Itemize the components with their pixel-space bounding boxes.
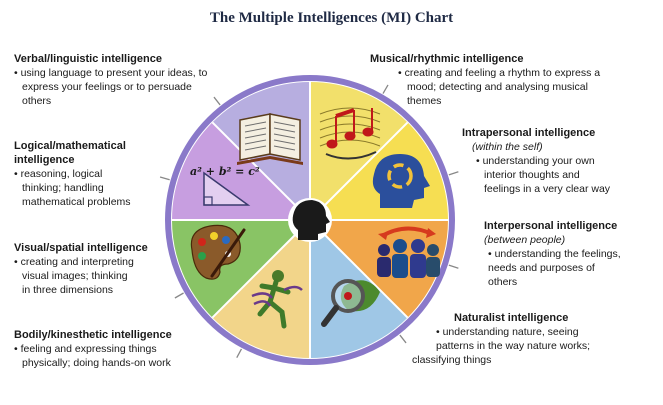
intrapersonal-line-2: interior thoughts and <box>484 169 580 181</box>
intrapersonal-heading: Intrapersonal intelligence <box>462 127 596 139</box>
verbal-block: Verbal/linguistic intelligence • using l… <box>14 52 207 108</box>
intrapersonal-line-3: feelings in a very clear way <box>484 183 611 195</box>
naturalist-heading: Naturalist intelligence <box>454 312 569 324</box>
verbal-line-1: • using language to present your ideas, … <box>14 67 208 79</box>
paint-palette-icon <box>190 224 246 280</box>
musical-line-2: mood; detecting and analysing musical <box>407 81 588 93</box>
interpersonal-sub: (between people) <box>484 234 566 246</box>
intrapersonal-sub: (within the self) <box>472 141 543 153</box>
verbal-line-3: others <box>22 95 52 107</box>
intrapersonal-line-1: • understanding your own <box>476 155 595 167</box>
intrapersonal-block: Intrapersonal intelligence (within the s… <box>462 126 610 196</box>
naturalist-line-2: patterns in the way nature works; <box>436 340 591 352</box>
visual-line-1: • creating and interpreting <box>14 256 134 268</box>
rim-tick <box>213 96 221 106</box>
interpersonal-block: Interpersonal intelligence (between peop… <box>484 219 621 289</box>
interpersonal-line-3: others <box>488 276 518 288</box>
human-head-icon <box>288 198 332 242</box>
running-figure-icon <box>251 270 303 329</box>
sector-musical <box>310 82 408 220</box>
wheel-rim <box>159 75 459 365</box>
naturalist-line-1: • understanding nature, seeing <box>436 326 579 338</box>
logical-heading-1: Logical/mathematical <box>14 140 126 152</box>
musical-block: Musical/rhythmic intelligence • creating… <box>370 52 600 108</box>
rim-tick <box>236 348 243 359</box>
pythagoras-formula: a² + b² = c² <box>190 165 260 178</box>
visual-heading: Visual/spatial intelligence <box>14 242 148 254</box>
musical-heading: Musical/rhythmic intelligence <box>370 53 524 65</box>
rim-tick <box>399 334 407 344</box>
bodily-block: Bodily/kinesthetic intelligence • feelin… <box>14 328 172 370</box>
set-square-icon: a² + b² = c² <box>190 165 260 206</box>
logical-heading-2: intelligence <box>14 154 75 166</box>
people-group-icon <box>377 226 440 278</box>
magnifier-leaf-icon <box>321 279 380 327</box>
sector-divider <box>211 121 311 221</box>
logical-line-2: thinking; handling <box>22 182 104 194</box>
verbal-line-2: express your feelings or to persuade <box>22 81 192 93</box>
music-notes-icon <box>319 107 381 160</box>
naturalist-line-3: classifying things <box>412 354 492 366</box>
sector-divider <box>211 219 311 319</box>
rim-tick <box>382 84 389 94</box>
bodily-line-2: physically; doing hands-on work <box>22 357 171 369</box>
rim-tick <box>448 171 459 176</box>
rim-tick <box>448 264 459 269</box>
rim-tick <box>159 176 170 181</box>
sector-divider <box>309 219 409 319</box>
sector-divider <box>309 121 409 221</box>
visual-line-2: visual images; thinking <box>22 270 128 282</box>
visual-line-3: in three dimensions <box>22 284 114 296</box>
verbal-heading: Verbal/linguistic intelligence <box>14 53 162 65</box>
musical-line-3: themes <box>407 95 442 107</box>
chart-title: The Multiple Intelligences (MI) Chart <box>209 10 454 26</box>
open-book-icon <box>237 113 303 165</box>
rim-tick <box>174 292 184 299</box>
interpersonal-line-1: • understanding the feelings, <box>488 248 621 260</box>
head-arrows-icon <box>372 154 430 208</box>
logical-line-1: • reasoning, logical <box>14 168 103 180</box>
bodily-line-1: • feeling and expressing things <box>14 343 157 355</box>
musical-line-1: • creating and feeling a rhythm to expre… <box>398 67 601 79</box>
interpersonal-heading: Interpersonal intelligence <box>484 220 618 232</box>
bodily-heading: Bodily/kinesthetic intelligence <box>14 329 172 341</box>
naturalist-block: Naturalist intelligence • understanding … <box>412 311 590 367</box>
logical-line-3: mathematical problems <box>22 196 131 208</box>
logical-block: Logical/mathematical intelligence • reas… <box>14 139 131 209</box>
interpersonal-line-2: needs and purposes of <box>488 262 595 274</box>
visual-block: Visual/spatial intelligence • creating a… <box>14 241 148 297</box>
